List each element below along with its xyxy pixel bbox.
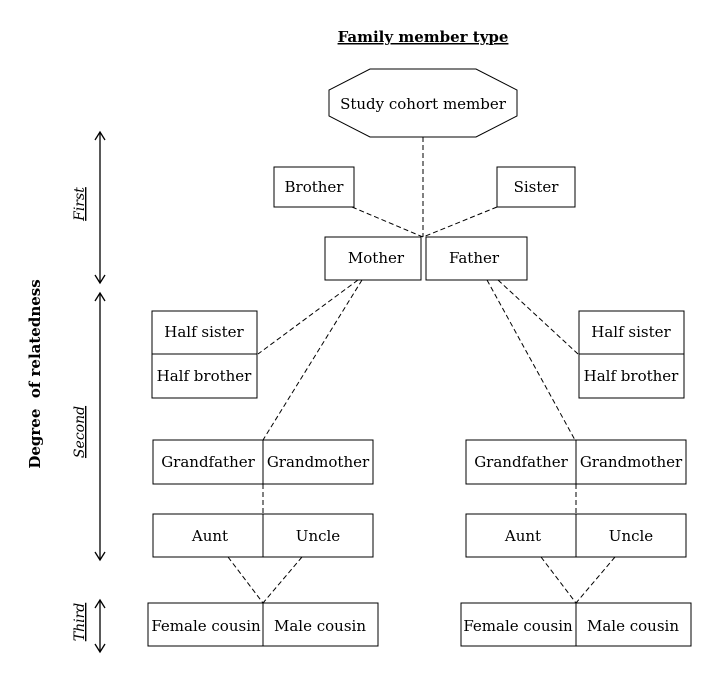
- node-brother: Brother: [273, 166, 355, 208]
- right-grandmother-label: Grandmother: [580, 453, 683, 471]
- node-left-cousins: Female cousin Male cousin: [147, 602, 379, 647]
- right-half-brother-label: Half brother: [584, 367, 680, 385]
- connector-father-half-siblings: [497, 279, 579, 355]
- node-right-aunt-uncle: Aunt Uncle: [465, 513, 687, 558]
- node-left-grandparents: Grandfather Grandmother: [152, 439, 374, 485]
- brother-label: Brother: [285, 178, 345, 196]
- sister-box: [496, 166, 576, 208]
- diagram-title: Family member type: [338, 28, 509, 46]
- right-female-cousin-box: [460, 602, 577, 647]
- left-male-cousin-box: [262, 602, 379, 647]
- mother-label: Mother: [348, 249, 405, 267]
- left-half-sister-label: Half sister: [164, 323, 244, 341]
- node-study-cohort-member: Study cohort member: [328, 68, 518, 138]
- connector-mother-grandparents: [262, 279, 363, 441]
- node-left-half-siblings: Half sister Half brother: [151, 310, 258, 399]
- left-grandmother-label: Grandmother: [267, 453, 370, 471]
- right-uncle-box: [575, 513, 687, 558]
- left-aunt-label: Aunt: [191, 527, 228, 545]
- left-grandfather-label: Grandfather: [161, 453, 255, 471]
- left-female-cousin-label: Female cousin: [151, 617, 261, 635]
- left-grandmother-box: [262, 439, 374, 485]
- right-male-cousin-label: Male cousin: [587, 617, 679, 635]
- third-degree-label: Third: [72, 603, 88, 642]
- left-half-brother-label: Half brother: [157, 367, 253, 385]
- left-aunt-box: [152, 513, 264, 558]
- mother-box: [324, 236, 422, 281]
- right-uncle-label: Uncle: [609, 527, 654, 545]
- brother-box: [273, 166, 355, 208]
- right-grandfather-box: [465, 439, 577, 485]
- node-left-aunt-uncle: Aunt Uncle: [152, 513, 374, 558]
- octagon-shape: [328, 68, 518, 138]
- degree-axis-title: Degree of relatedness: [26, 279, 44, 468]
- connector-father-grandparents: [486, 279, 576, 441]
- connector-left-aunt-cousins: [227, 556, 264, 604]
- right-half-sister-box: [578, 310, 685, 355]
- left-uncle-box: [262, 513, 374, 558]
- connector-sister-parents: [422, 206, 498, 238]
- father-label: Father: [449, 249, 500, 267]
- first-degree-arrowheads: [94, 130, 106, 285]
- left-half-sister-box: [151, 310, 258, 355]
- node-right-half-siblings: Half sister Half brother: [578, 310, 685, 399]
- connector-right-uncle-cousins: [575, 556, 616, 604]
- node-right-cousins: Female cousin Male cousin: [460, 602, 692, 647]
- connector-brother-parents: [351, 206, 424, 238]
- right-half-brother-box: [578, 353, 685, 399]
- second-degree-arrowheads: [94, 291, 106, 562]
- left-male-cousin-label: Male cousin: [274, 617, 366, 635]
- right-aunt-label: Aunt: [504, 527, 541, 545]
- right-female-cousin-label: Female cousin: [463, 617, 573, 635]
- right-grandfather-label: Grandfather: [474, 453, 568, 471]
- right-half-sister-label: Half sister: [591, 323, 671, 341]
- connector-mother-half-siblings: [257, 279, 359, 355]
- right-aunt-box: [465, 513, 577, 558]
- right-grandmother-box: [575, 439, 687, 485]
- father-box: [425, 236, 528, 281]
- left-uncle-label: Uncle: [296, 527, 341, 545]
- node-right-grandparents: Grandfather Grandmother: [465, 439, 687, 485]
- right-male-cousin-box: [575, 602, 692, 647]
- node-sister: Sister: [496, 166, 576, 208]
- second-degree-label: Second: [72, 406, 88, 458]
- connector-right-aunt-cousins: [540, 556, 577, 604]
- first-degree-label: First: [72, 187, 88, 222]
- sister-label: Sister: [514, 178, 560, 196]
- study-cohort-member-label: Study cohort member: [340, 95, 507, 113]
- degree-arrows: [94, 130, 106, 654]
- left-half-brother-box: [151, 353, 258, 399]
- node-parents: Mother Father: [324, 236, 528, 281]
- third-degree-arrowheads: [94, 598, 106, 654]
- connector-left-uncle-cousins: [262, 556, 303, 604]
- connector-lines: [227, 137, 616, 604]
